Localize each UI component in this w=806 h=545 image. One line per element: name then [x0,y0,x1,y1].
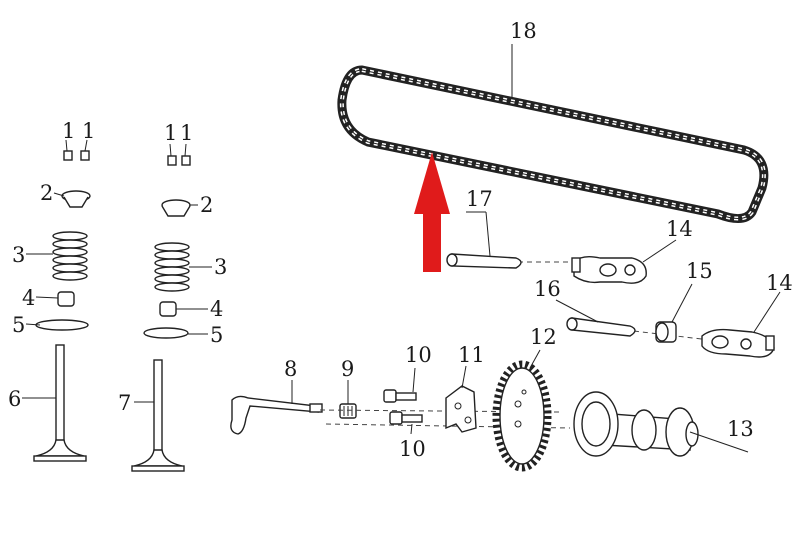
red-up-arrow-icon [414,152,450,272]
label-3b: 3 [214,255,227,279]
label-10b: 10 [399,437,426,461]
part-bushing [655,321,677,343]
label-14b: 14 [766,271,793,295]
label-3a: 3 [12,243,25,267]
leader-13 [689,431,749,453]
part-cam-sprocket [492,360,552,472]
part-right-valve-assembly [131,155,191,472]
label-1c: 1 [164,121,177,145]
label-10a: 10 [405,343,432,367]
leader-2a [53,192,65,197]
label-18: 18 [510,19,537,43]
label-13: 13 [727,417,754,441]
leader-14b [753,291,781,333]
leader-12 [529,349,541,369]
part-timing-chain [337,65,769,223]
label-11: 11 [458,343,485,367]
leader-1d [184,143,187,157]
part-camshaft [573,391,699,457]
part-rocker-arm-lower [701,328,775,358]
label-5b: 5 [210,323,223,347]
label-4b: 4 [210,297,223,321]
part-bolts [383,389,423,425]
label-14a: 14 [666,217,693,241]
leader-1c [169,143,172,157]
label-6: 6 [8,387,21,411]
label-16: 16 [534,277,561,301]
part-rocker-arm-upper [571,255,647,284]
label-1a: 1 [62,119,75,143]
leader-1b [84,139,88,152]
label-4a: 4 [22,286,35,310]
leader-14a [642,239,677,263]
leader-11 [461,365,467,389]
leader-16 [555,299,599,323]
part-left-valve-assembly [33,150,91,462]
label-2a: 2 [40,181,53,205]
leader-1a [65,139,68,152]
leader-5a [25,323,41,326]
label-9: 9 [341,357,354,381]
label-17: 17 [466,187,493,211]
part-rocker-pin-16 [566,317,636,337]
leader-10a [412,367,416,393]
leader-17 [485,211,491,257]
part-rocker-shaft [230,395,323,435]
label-2b: 2 [200,193,213,217]
label-7: 7 [118,391,131,415]
label-15: 15 [686,259,713,283]
part-bracket [445,385,477,433]
label-12: 12 [530,325,557,349]
label-1b: 1 [82,119,95,143]
label-1d: 1 [180,121,193,145]
part-rocker-pin-17 [446,253,522,269]
leader-10b [410,423,413,435]
leader-4a [35,296,59,299]
leader-15 [671,283,693,323]
label-5a: 5 [12,313,25,337]
part-spring-9 [339,403,357,419]
label-8: 8 [284,357,297,381]
alignment-line-lower [325,423,571,429]
